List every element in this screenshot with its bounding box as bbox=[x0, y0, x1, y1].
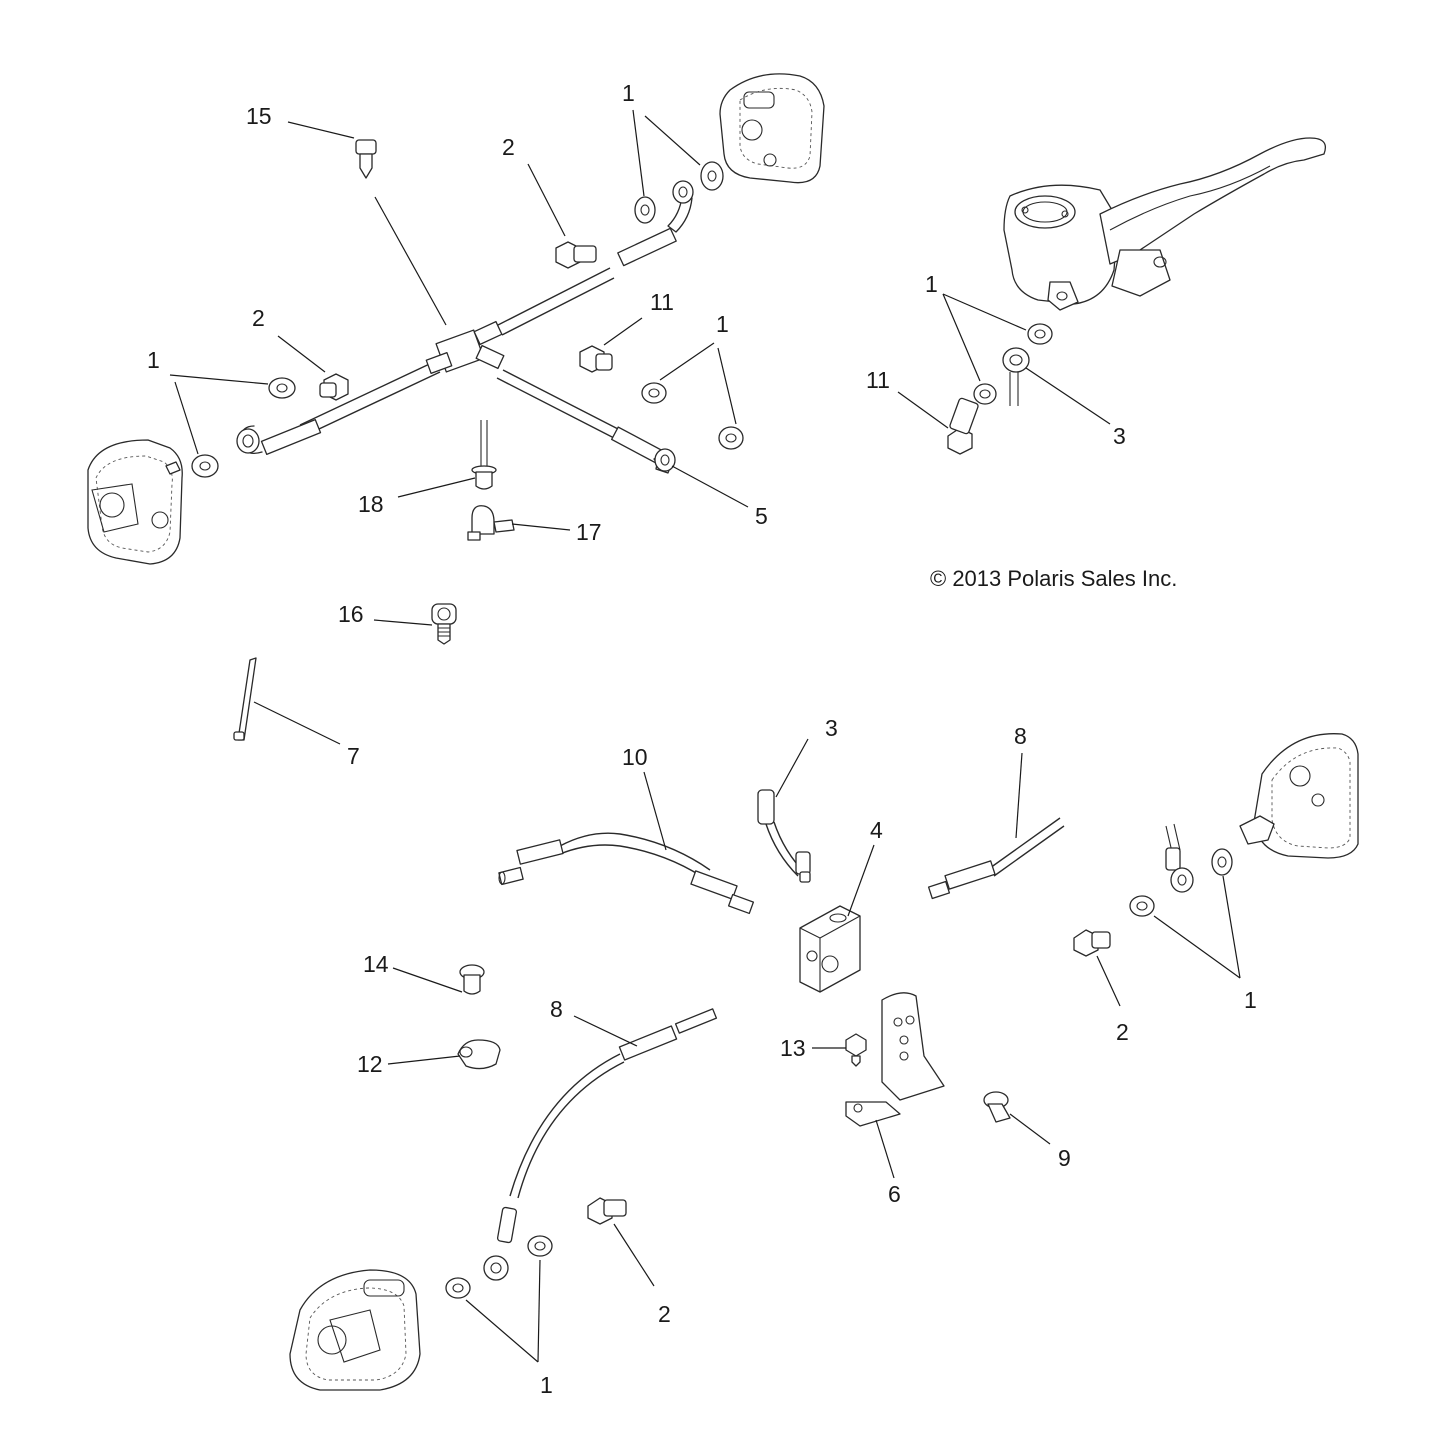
rivet-item-14 bbox=[459, 964, 485, 995]
callout-6: 6 bbox=[888, 1181, 901, 1207]
bottom-caliper-hardware bbox=[445, 1197, 627, 1299]
master-cylinder-hardware bbox=[947, 323, 1053, 455]
caliper-left bbox=[87, 439, 183, 565]
callout-1-left: 1 bbox=[147, 347, 160, 373]
leader-lines bbox=[169, 109, 1241, 1363]
caliper-top bbox=[719, 73, 825, 184]
callout-5: 5 bbox=[755, 503, 768, 529]
bracket-item-6 bbox=[845, 992, 945, 1127]
callout-13: 13 bbox=[780, 1035, 806, 1061]
callout-1-right: 1 bbox=[1244, 987, 1257, 1013]
callout-1-master: 1 bbox=[925, 271, 938, 297]
clamp-item-17 bbox=[467, 505, 515, 541]
brake-line-item-10 bbox=[498, 832, 755, 915]
screw-item-13 bbox=[845, 1033, 867, 1067]
callout-labels: 15 2 1 2 11 1 1 1 11 3 18 17 5 16 7 10 3… bbox=[147, 80, 1257, 1398]
callout-1-top: 1 bbox=[622, 80, 635, 106]
copyright-notice: © 2013 Polaris Sales Inc. bbox=[930, 566, 1177, 591]
cable-tie-item-7 bbox=[233, 657, 257, 741]
banjo-fitting-upper bbox=[672, 180, 694, 204]
callout-7: 7 bbox=[347, 743, 360, 769]
banjo-bolt-11-mid bbox=[579, 345, 613, 373]
brake-line-item-8-lower bbox=[496, 1008, 718, 1244]
callout-4: 4 bbox=[870, 817, 883, 843]
callout-12: 12 bbox=[357, 1051, 383, 1077]
brake-line-item-3-lower bbox=[757, 789, 811, 883]
front-brake-line-assembly bbox=[236, 180, 694, 474]
master-cylinder-lever bbox=[1003, 137, 1327, 311]
callout-14: 14 bbox=[363, 951, 389, 977]
callout-10: 10 bbox=[622, 744, 648, 770]
clip-item-16 bbox=[431, 603, 457, 645]
callout-11-mid: 11 bbox=[650, 289, 674, 315]
screw-item-15 bbox=[355, 139, 377, 179]
clamp-item-12 bbox=[457, 1039, 501, 1070]
washers-top bbox=[191, 161, 744, 478]
brake-line-item-8-right bbox=[927, 817, 1065, 900]
callout-3-lower: 3 bbox=[825, 715, 838, 741]
callout-2-bottom: 2 bbox=[658, 1301, 671, 1327]
push-rivet-item-18 bbox=[471, 420, 497, 490]
callout-8-right: 8 bbox=[1014, 723, 1027, 749]
banjo-fitting-left bbox=[236, 428, 260, 454]
callout-2-top: 2 bbox=[502, 134, 515, 160]
callout-1-bottom: 1 bbox=[540, 1372, 553, 1398]
callout-16: 16 bbox=[338, 601, 364, 627]
caliper-bottom bbox=[289, 1269, 421, 1391]
callout-18: 18 bbox=[358, 491, 384, 517]
caliper-right bbox=[1239, 733, 1359, 859]
callout-1-mid: 1 bbox=[716, 311, 729, 337]
right-caliper-hardware bbox=[1073, 823, 1233, 957]
callout-15: 15 bbox=[246, 103, 272, 129]
callout-3-master: 3 bbox=[1113, 423, 1126, 449]
banjo-bolt-left bbox=[319, 373, 349, 401]
callout-2-left: 2 bbox=[252, 305, 265, 331]
bolt-item-9 bbox=[983, 1091, 1011, 1123]
callout-2-right: 2 bbox=[1116, 1019, 1129, 1045]
callout-17: 17 bbox=[576, 519, 602, 545]
junction-block-item-4 bbox=[799, 905, 861, 993]
callout-9: 9 bbox=[1058, 1145, 1071, 1171]
banjo-fitting-lower bbox=[654, 448, 676, 472]
callout-11-master: 11 bbox=[866, 367, 890, 393]
callout-8-lower: 8 bbox=[550, 996, 563, 1022]
banjo-bolt-top bbox=[555, 241, 597, 269]
